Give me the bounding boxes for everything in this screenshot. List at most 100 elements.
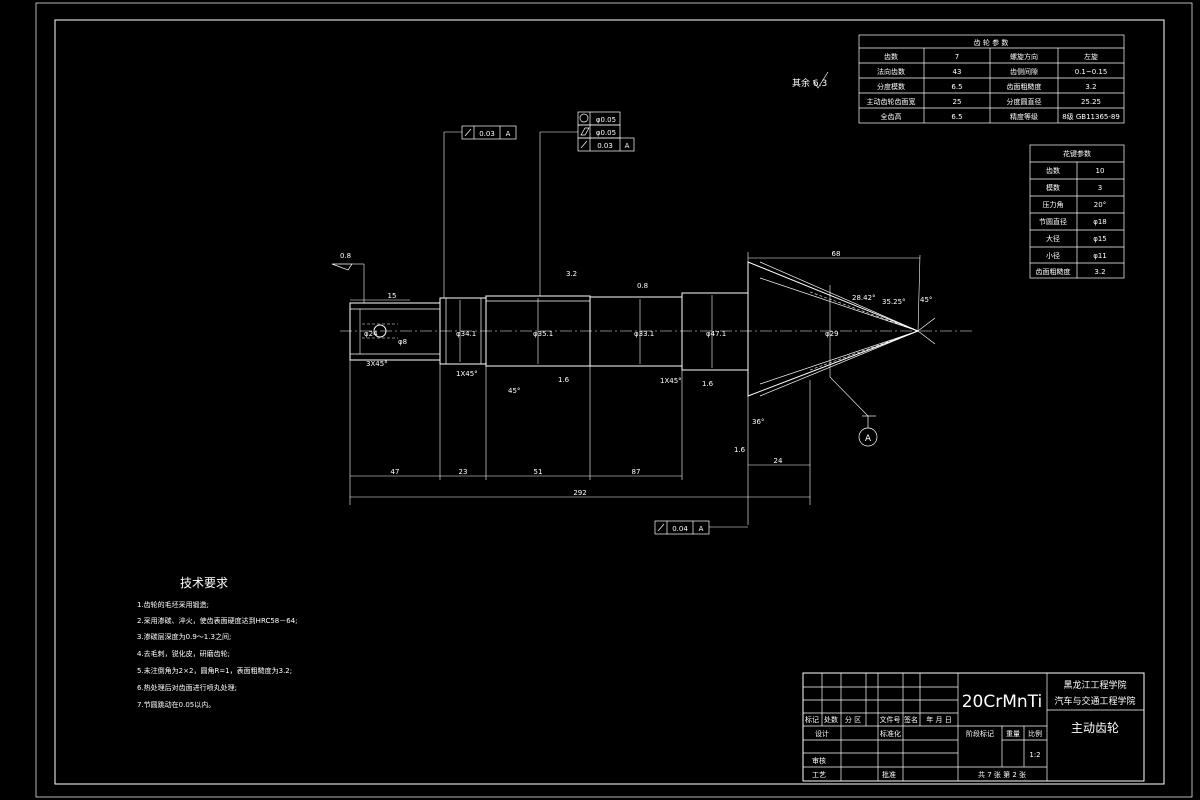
material-label: 20CrMnTi	[962, 692, 1043, 712]
svg-text:φ0.05: φ0.05	[596, 116, 616, 124]
spline-params-title: 花键参数	[1063, 149, 1091, 158]
gear-param-cell: 全齿高	[881, 112, 902, 121]
dim-angle-3: 45°	[920, 296, 932, 304]
roughness-1: 0.8	[340, 252, 351, 260]
dimension-lines	[349, 252, 921, 525]
gear-param-cell: 法向齿数	[877, 67, 905, 76]
roughness-rest-note: 其余 6.3	[792, 77, 827, 89]
tb-stage: 阶段标记	[966, 729, 994, 738]
spline-param-cell: φ11	[1093, 252, 1107, 260]
svg-text:0.03: 0.03	[597, 142, 613, 150]
tech-req-item: 3.渗碳层深度为0.9～1.3之间;	[137, 632, 231, 641]
gear-param-cell: 螺旋方向	[1010, 52, 1038, 61]
dim-seg1: 47	[391, 468, 400, 476]
dim-dia-3: φ35.1	[533, 330, 553, 338]
spline-param-cell: 模数	[1046, 183, 1060, 192]
dim-68: 68	[832, 250, 841, 258]
spline-param-cell: 节圆直径	[1039, 217, 1067, 226]
tb-header: 分 区	[845, 715, 861, 724]
title-block	[802, 672, 1145, 782]
center-hole	[373, 324, 387, 338]
roughness-symbol-icon	[812, 71, 829, 89]
tech-req-item: 4.去毛刺，锐化皮，研磨齿轮;	[137, 649, 230, 658]
spline-param-cell: φ18	[1093, 218, 1107, 226]
dim-seg4: 87	[632, 468, 641, 476]
svg-text:A: A	[506, 130, 511, 138]
runout-icon	[464, 128, 472, 137]
gear-param-cell: 精度等级	[1010, 112, 1038, 121]
spline-param-cell: 20°	[1094, 201, 1106, 209]
gear-param-cell: 7	[955, 53, 959, 61]
tolerance-frame-1: 0.03 A	[443, 125, 517, 298]
inner-border	[54, 19, 1165, 785]
datum-label: A	[865, 434, 872, 444]
dim-24: 24	[774, 457, 783, 465]
roughness-symbol-icon	[331, 263, 353, 271]
part-name: 主动齿轮	[1071, 721, 1119, 735]
gear-param-cell: 齿数	[884, 52, 898, 61]
dim-chamfer-left: 3X45°	[366, 360, 388, 368]
dim-seg3: 51	[534, 468, 543, 476]
tb-review: 审核	[812, 756, 826, 765]
dim-chamfer-right: 1X45°	[660, 377, 682, 385]
gear-param-cell: 主动齿轮齿面宽	[867, 97, 916, 106]
gear-param-cell: 43	[953, 68, 962, 76]
outer-border	[35, 2, 1193, 798]
tech-req-item: 5.未注倒角为2×2，圆角R=1，表面粗糙度为3.2;	[137, 666, 292, 675]
spline-params-table: 花键参数 齿数 10 模数 3 压力角 20° 节圆直径 φ18 大径 φ15 …	[1029, 144, 1125, 279]
tb-design: 设计	[815, 729, 829, 738]
dim-seg2: 23	[459, 468, 468, 476]
tech-req-item: 7.节圆跳动在0.05以内。	[137, 700, 215, 709]
svg-text:0.04: 0.04	[672, 525, 688, 533]
svg-text:φ0.05: φ0.05	[596, 129, 616, 137]
spline-param-cell: 齿数	[1046, 166, 1060, 175]
runout-icon	[657, 523, 665, 532]
tb-approve: 批准	[882, 770, 896, 779]
gear-param-cell: 左旋	[1084, 52, 1098, 61]
tech-req-title: 技术要求	[180, 576, 228, 590]
dim-thread: φ8	[398, 338, 407, 346]
school-name: 黑龙江工程学院	[1063, 679, 1126, 691]
gear-param-cell: 8级 GB11365-89	[1062, 112, 1120, 121]
dim-dia-5: φ47.1	[706, 330, 726, 338]
tech-req-item: 1.齿轮的毛坯采用锻造;	[137, 600, 209, 609]
tolerance-frame-2: φ0.05 φ0.05 0.03 A	[539, 111, 635, 296]
tb-scale-label: 比例	[1028, 729, 1042, 738]
gear-param-cell: 分度圆直径	[1007, 97, 1042, 106]
circularity-icon	[579, 113, 589, 123]
svg-text:0.03: 0.03	[479, 130, 495, 138]
dim-dia-6: φ29	[825, 330, 839, 338]
college-name: 汽车与交通工程学院	[1054, 695, 1135, 707]
dim-chamfer-mid: 1X45°	[456, 370, 478, 378]
runout-icon	[580, 140, 588, 149]
tb-scale: 1:2	[1029, 751, 1040, 759]
roughness-4: 1.6	[558, 376, 570, 384]
dim-15: 15	[388, 292, 397, 300]
gear-param-cell: 6.5	[951, 83, 962, 91]
gear-param-cell: 分度模数	[877, 82, 905, 91]
tb-weight: 重量	[1006, 730, 1020, 738]
spline-param-cell: 大径	[1046, 234, 1060, 243]
gear-param-cell: 齿面粗糙度	[1007, 82, 1042, 91]
tb-process: 工艺	[812, 771, 826, 779]
spline-param-cell: 3.2	[1094, 268, 1105, 276]
svg-text:A: A	[699, 525, 704, 533]
dim-angle-1: 45°	[508, 387, 520, 395]
dim-total: 292	[573, 489, 586, 497]
spline-param-cell: 压力角	[1043, 200, 1064, 209]
tb-sheets: 共 7 张 第 2 张	[978, 770, 1026, 779]
dim-dia-2: φ34.1	[456, 330, 476, 338]
tolerance-frame-3: 0.04 A	[654, 520, 748, 535]
roughness-2: 0.8	[637, 282, 648, 290]
shaft-part	[340, 261, 975, 397]
spline-param-cell: 3	[1098, 184, 1102, 192]
roughness-6: 1.6	[734, 446, 746, 454]
tb-header: 年 月 日	[926, 715, 951, 724]
dim-dia-1: φ24	[364, 330, 378, 338]
gear-param-cell: 6.5	[951, 113, 962, 121]
dim-angle-5: 35.25°	[882, 298, 906, 306]
spline-param-cell: 小径	[1046, 251, 1060, 260]
spline-param-cell: 齿面粗糙度	[1036, 267, 1071, 276]
tb-header: 处数	[824, 715, 838, 724]
